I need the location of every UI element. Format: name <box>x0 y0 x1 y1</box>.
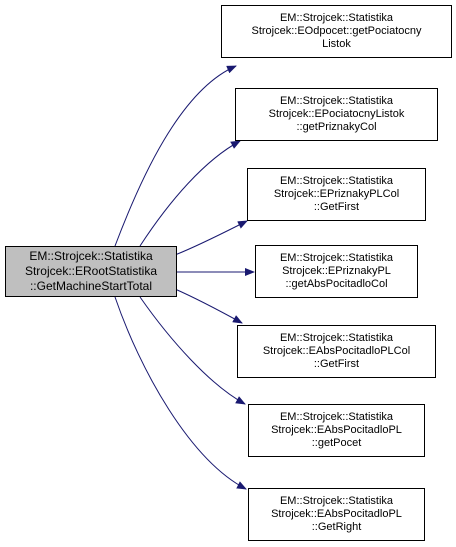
target-line-2: Strojcek::EAbsPocitadloPL <box>271 508 402 520</box>
target-line-1: EM::Strojcek::Statistika <box>279 332 394 344</box>
source-node-line-3: ::GetMachineStartTotal <box>29 279 153 293</box>
target-line-2: Strojcek::EPriznakyPLCol <box>273 188 400 200</box>
target-line-2: Strojcek::EPriznakyPL <box>282 265 391 277</box>
target-node-getabspocitadlocol[interactable]: EM::Strojcek::Statistika Strojcek::EPriz… <box>255 245 418 298</box>
target-line-3: ::getAbsPocitadloCol <box>285 278 388 290</box>
target-line-2: Strojcek::EOdpocet::getPociatocny <box>251 25 422 37</box>
target-line-3: ::GetFirst <box>313 358 360 370</box>
target-line-1: EM::Strojcek::Statistika <box>279 95 394 107</box>
target-line-1: EM::Strojcek::Statistika <box>279 12 394 24</box>
source-node-line-1: EM::Strojcek::Statistika <box>29 249 153 263</box>
source-node-line-2: Strojcek::ERootStatistika <box>24 264 158 278</box>
target-line-3: ::GetFirst <box>313 201 360 213</box>
call-edge-6 <box>139 296 246 405</box>
target-line-1: EM::Strojcek::Statistika <box>279 495 394 507</box>
target-line-3: ::GetRight <box>311 521 362 533</box>
target-node-abspocitadloplcol-getfirst[interactable]: EM::Strojcek::Statistika Strojcek::EAbsP… <box>237 325 436 378</box>
call-edge-2 <box>139 140 241 247</box>
target-line-2: Strojcek::EAbsPocitadloPLCol <box>262 345 411 357</box>
target-line-1: EM::Strojcek::Statistika <box>279 175 394 187</box>
call-edge-1 <box>114 65 237 247</box>
call-edge-3 <box>174 220 248 256</box>
target-node-priznakyplcol-getfirst[interactable]: EM::Strojcek::Statistika Strojcek::EPriz… <box>247 168 426 221</box>
target-node-getpriznakycol[interactable]: EM::Strojcek::Statistika Strojcek::EPoci… <box>235 88 438 141</box>
call-edge-7 <box>114 296 247 490</box>
target-line-3: ::getPocet <box>311 437 362 449</box>
target-node-getright[interactable]: EM::Strojcek::Statistika Strojcek::EAbsP… <box>248 488 425 541</box>
target-line-1: EM::Strojcek::Statistika <box>279 411 394 423</box>
call-edge-5 <box>174 288 243 324</box>
target-node-getpociatocnylistok[interactable]: EM::Strojcek::Statistika Strojcek::EOdpo… <box>221 5 452 58</box>
target-line-3: ::getPriznakyCol <box>296 121 377 133</box>
target-node-getpocet[interactable]: EM::Strojcek::Statistika Strojcek::EAbsP… <box>248 404 425 457</box>
target-line-2: Strojcek::EPociatocnyListok <box>268 108 405 120</box>
target-line-2: Strojcek::EAbsPocitadloPL <box>271 424 402 436</box>
source-node[interactable]: EM::Strojcek::Statistika Strojcek::ERoot… <box>5 246 177 297</box>
target-line-3: Listok <box>322 38 351 50</box>
target-line-1: EM::Strojcek::Statistika <box>279 252 394 264</box>
